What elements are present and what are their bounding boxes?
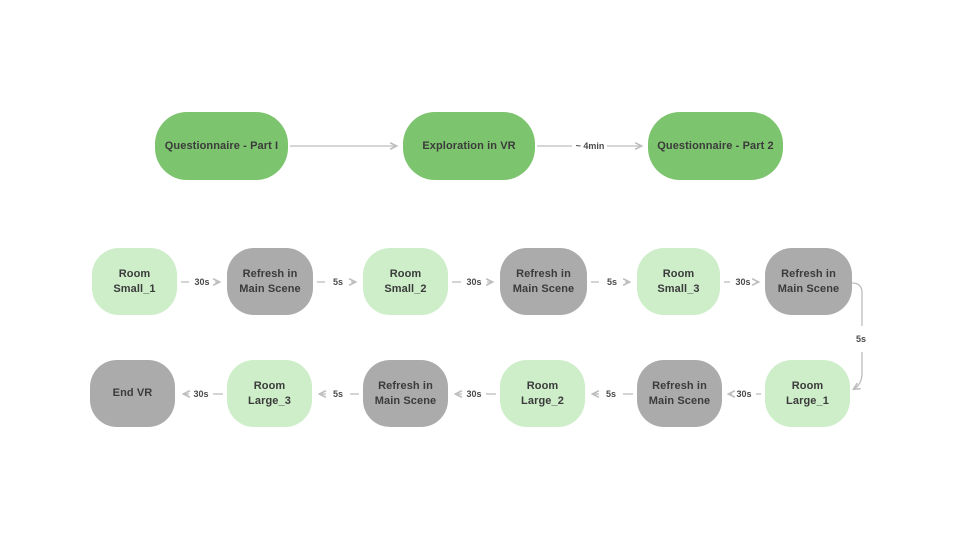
node-label-line1: Refresh in xyxy=(652,379,707,392)
node-refresh-main-scene-4: Refresh in Main Scene xyxy=(363,360,448,427)
node-end-vr: End VR xyxy=(90,360,175,427)
node-label-line1: Refresh in xyxy=(781,267,836,280)
arrow-label-connector: 5s xyxy=(855,334,867,344)
arrow-label: 30s xyxy=(193,389,209,399)
node-label-line1: Refresh in xyxy=(516,267,571,280)
node-label: Questionnaire - Part I xyxy=(164,139,279,152)
arrow-label: 5s xyxy=(332,277,344,287)
arrow-label: 30s xyxy=(194,277,210,287)
node-room-large-1: Room Large_1 xyxy=(765,360,850,427)
node-label-line2: Main Scene xyxy=(239,282,301,295)
node-label-line2: Large_2 xyxy=(521,394,564,407)
node-label-line2: Main Scene xyxy=(648,394,711,407)
arrow-label: 5s xyxy=(605,389,617,399)
node-label-line1: Room xyxy=(389,267,422,280)
arrow-label: 30s xyxy=(466,277,482,287)
node-label-line1: Refresh in xyxy=(378,379,433,392)
node-label-line2: Main Scene xyxy=(512,282,575,295)
arrow-label-4min: ~ 4min xyxy=(575,141,605,151)
node-questionnaire-part-1: Questionnaire - Part I xyxy=(155,112,288,180)
arrow-label: 5s xyxy=(606,277,618,287)
node-label-line2: Large_1 xyxy=(786,394,829,407)
node-exploration-in-vr: Exploration in VR xyxy=(403,112,535,180)
node-label-line1: Room xyxy=(118,267,151,280)
node-room-large-2: Room Large_2 xyxy=(500,360,585,427)
node-room-small-2: Room Small_2 xyxy=(363,248,448,315)
node-label-line1: Refresh in xyxy=(242,267,298,280)
node-room-large-3: Room Large_3 xyxy=(227,360,312,427)
arrow-label: 5s xyxy=(332,389,344,399)
node-refresh-main-scene-3: Refresh in Main Scene xyxy=(765,248,852,315)
node-label-line1: End VR xyxy=(112,387,153,399)
node-label-line2: Large_3 xyxy=(248,394,291,407)
node-refresh-main-scene-1: Refresh in Main Scene xyxy=(227,248,313,315)
node-label-line2: Small_2 xyxy=(384,282,427,295)
node-label-line2: Small_3 xyxy=(657,282,700,295)
arrow-label: 30s xyxy=(735,277,751,287)
node-questionnaire-part-2: Questionnaire - Part 2 xyxy=(648,112,783,180)
node-label: Exploration in VR xyxy=(422,139,516,152)
node-label-line1: Room xyxy=(662,267,695,280)
node-label-line2: Small_1 xyxy=(113,282,156,295)
node-label-line2: Main Scene xyxy=(374,394,437,407)
node-label-line1: Room xyxy=(253,379,286,392)
node-label-line1: Room xyxy=(791,379,824,392)
node-room-small-1: Room Small_1 xyxy=(92,248,177,315)
node-refresh-main-scene-2: Refresh in Main Scene xyxy=(500,248,587,315)
arrow-label: 30s xyxy=(466,389,482,399)
arrow-label: 30s xyxy=(736,389,752,399)
node-room-small-3: Room Small_3 xyxy=(637,248,720,315)
node-label: Questionnaire - Part 2 xyxy=(657,139,774,152)
node-label-line1: Room xyxy=(526,379,559,392)
node-label-line2: Main Scene xyxy=(777,282,840,295)
node-refresh-main-scene-5: Refresh in Main Scene xyxy=(637,360,722,427)
